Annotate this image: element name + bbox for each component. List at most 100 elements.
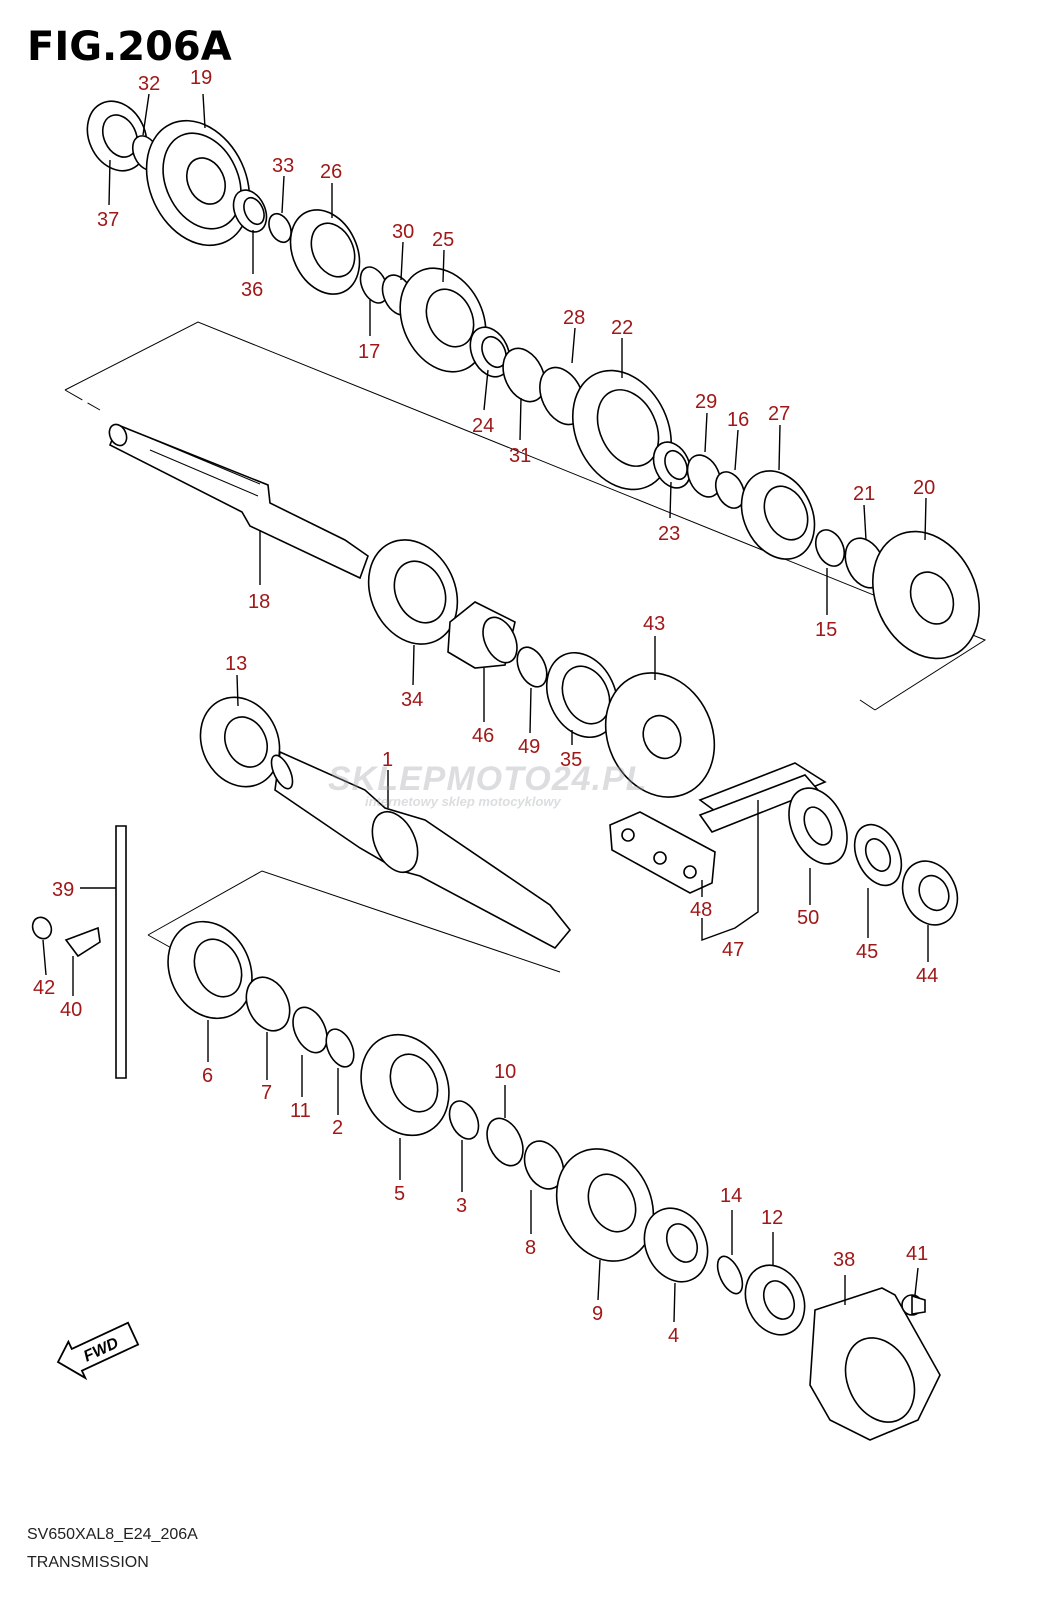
figure-title: FIG.206A [27, 24, 232, 70]
part-31-lock-washer [502, 347, 546, 403]
part-2-circlip [325, 1028, 355, 1068]
callout-34: 34 [401, 689, 423, 711]
part-48-chain-link [609, 811, 716, 894]
part-26-gear [289, 209, 361, 295]
callout-13: 13 [225, 653, 247, 675]
part-47-chain [698, 762, 827, 833]
callout-4: 4 [668, 1325, 679, 1347]
callout-27: 27 [768, 403, 790, 425]
part-49-o-ring [516, 646, 548, 688]
part-46-spacer [447, 601, 518, 669]
callout-29: 29 [695, 391, 717, 413]
callout-2: 2 [332, 1117, 343, 1139]
part-9-gear [555, 1148, 655, 1262]
part-14-circlip [716, 1255, 744, 1295]
part-11-washer [292, 1006, 328, 1054]
part-12-bearing [744, 1264, 806, 1336]
callout-1: 1 [382, 749, 393, 771]
callout-32: 32 [138, 73, 160, 95]
part-34-bearing [367, 539, 459, 645]
part-50-washer [788, 787, 848, 865]
callout-46: 46 [472, 725, 494, 747]
callout-25: 25 [432, 229, 454, 251]
callout-36: 36 [241, 279, 263, 301]
callout-40: 40 [60, 999, 82, 1021]
part-37-bearing [86, 100, 148, 172]
part-16-circlip [714, 471, 746, 509]
callout-23: 23 [658, 523, 680, 545]
fwd-arrow: FWD [56, 1321, 140, 1381]
callout-18: 18 [248, 591, 270, 613]
part-23-bushing [652, 441, 692, 489]
callout-44: 44 [916, 965, 938, 987]
callout-10: 10 [494, 1061, 516, 1083]
part-35-oil-seal [545, 651, 619, 739]
watermark: SKLEPMOTO24.PL internetowy sklep motocyk… [328, 760, 646, 809]
part-43-sprocket [604, 672, 716, 798]
part-41-screw [901, 1294, 926, 1316]
part-29-washer [686, 454, 722, 498]
callout-8: 8 [525, 1237, 536, 1259]
part-38-bearing-retainer [809, 1287, 941, 1441]
part-45-lock-washer [853, 823, 903, 887]
watermark-tagline: internetowy sklep motocyklowy [365, 794, 562, 809]
model-code: SV650XAL8_E24_206A [27, 1526, 198, 1543]
callout-49: 49 [518, 736, 540, 758]
callout-50: 50 [797, 907, 819, 929]
part-6-gear [167, 920, 253, 1020]
part-25-gear [399, 267, 487, 373]
part-13-bearing [199, 696, 281, 788]
part-27-gear [740, 470, 816, 560]
callout-47: 47 [722, 939, 744, 961]
callout-45: 45 [856, 941, 878, 963]
part-42-screw [31, 916, 53, 940]
callout-35: 35 [560, 749, 582, 771]
part-20-gear [871, 530, 981, 660]
part-8-bushing [523, 1140, 565, 1190]
callout-12: 12 [761, 1207, 783, 1229]
part-40-plate [64, 926, 101, 958]
callout-33: 33 [272, 155, 294, 177]
upper-group-outline [64, 321, 987, 711]
part-22-gear [571, 369, 673, 491]
part-24-bushing [469, 326, 511, 378]
callout-5: 5 [394, 1183, 405, 1205]
callout-39: 39 [52, 879, 74, 901]
part-19-gear [145, 119, 251, 247]
callout-11: 11 [290, 1100, 311, 1122]
callout-43: 43 [643, 613, 665, 635]
callout-21: 21 [853, 483, 875, 505]
part-18-countershaft [108, 423, 369, 580]
part-33-washer [268, 212, 292, 244]
part-7-bushing [245, 976, 291, 1032]
part-4-gear [643, 1207, 709, 1283]
part-3-circlip [448, 1100, 480, 1140]
callout-22: 22 [611, 317, 633, 339]
callout-30: 30 [392, 221, 414, 243]
leader-lines [42, 93, 929, 1323]
callout-7: 7 [261, 1082, 272, 1104]
callout-16: 16 [727, 409, 749, 431]
part-1-driveshaft [270, 750, 572, 950]
callout-41: 41 [906, 1243, 928, 1265]
part-10-washer [486, 1117, 524, 1167]
part-36-needle-bearing [232, 189, 268, 233]
callout-9: 9 [592, 1303, 603, 1325]
callout-20: 20 [913, 477, 935, 499]
callout-37: 37 [97, 209, 119, 231]
callout-14: 14 [720, 1185, 742, 1207]
part-5-gear [360, 1033, 450, 1137]
section-name: TRANSMISSION [27, 1554, 149, 1571]
callout-labels: 32 19 37 33 26 36 30 25 17 28 22 24 31 2… [33, 67, 938, 1347]
callout-17: 17 [358, 341, 380, 363]
callout-19: 19 [190, 67, 212, 89]
part-44-nut [901, 860, 959, 926]
callout-38: 38 [833, 1249, 855, 1271]
callout-3: 3 [456, 1195, 467, 1217]
callout-28: 28 [563, 307, 585, 329]
callout-24: 24 [472, 415, 494, 437]
callout-31: 31 [509, 445, 531, 467]
callout-42: 42 [33, 977, 55, 999]
callout-26: 26 [320, 161, 342, 183]
